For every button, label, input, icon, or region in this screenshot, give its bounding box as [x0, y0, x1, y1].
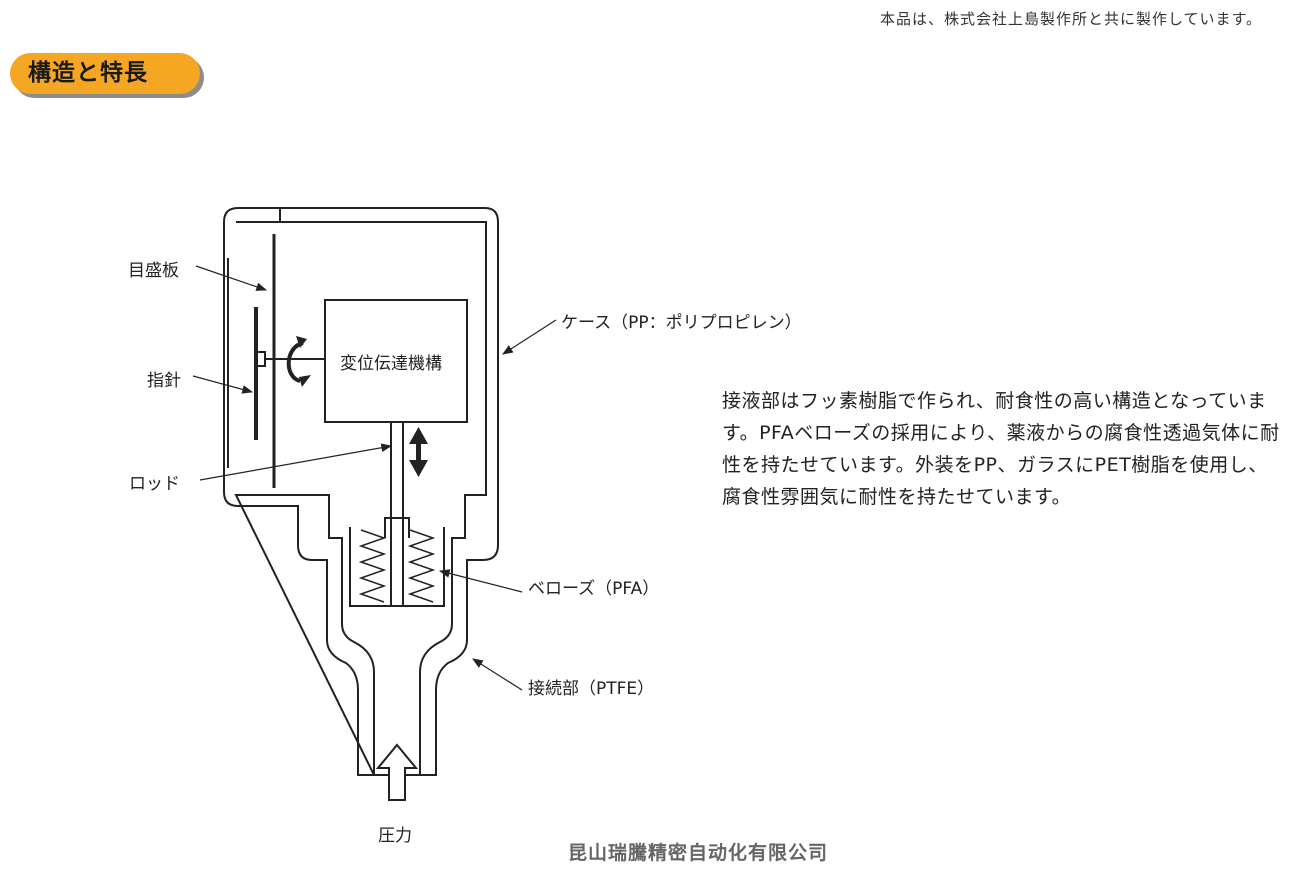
bellows-left	[358, 529, 387, 603]
displacement-arrow	[409, 427, 428, 477]
case-inner-outline	[234, 221, 487, 776]
label-needle: 指針	[147, 371, 181, 391]
label-connection: 接続部（PTFE）	[528, 679, 655, 699]
label-mechanism: 変位伝達機構	[340, 354, 442, 374]
description-paragraph: 接液部はフッ素樹脂で作られ、耐食性の高い構造となっています。PFAベローズの採用…	[722, 390, 1280, 508]
label-bellows: ベローズ（PFA）	[528, 579, 660, 599]
rod	[390, 421, 404, 607]
rotation-arrow	[286, 341, 304, 383]
label-rod: ロッド	[129, 474, 180, 494]
label-case: ケース（PP：ポリプロピレン）	[561, 313, 802, 333]
case-outline	[223, 207, 499, 776]
pressure-arrow	[375, 743, 419, 801]
footer-company: 昆山瑞騰精密自动化有限公司	[568, 842, 829, 864]
label-scale-plate: 目盛板	[128, 261, 179, 281]
section-title-badge: 構造と特長	[10, 53, 200, 94]
header-notice: 本品は、株式会社上島製作所と共に製作しています。	[879, 10, 1262, 28]
bellows-right	[407, 529, 436, 603]
label-pressure: 圧力	[378, 826, 412, 846]
